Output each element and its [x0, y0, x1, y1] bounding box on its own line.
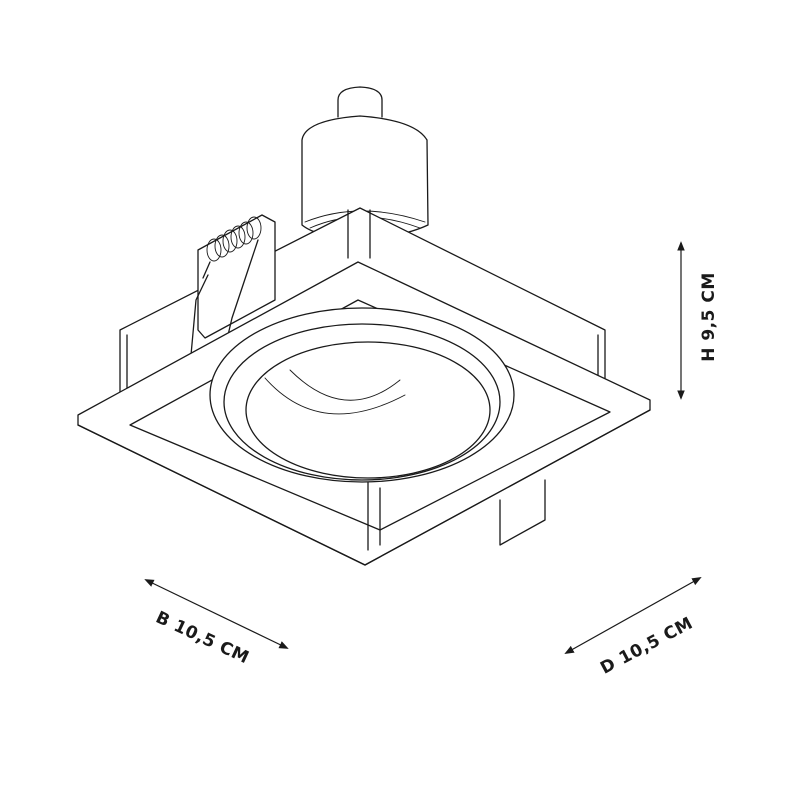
- gimbal-ring: [209, 307, 515, 483]
- width-dimension-arrow: [144, 579, 289, 649]
- height-dimension-label: H 9,5 CM: [698, 272, 719, 362]
- depth-dimension-arrow: [564, 577, 702, 654]
